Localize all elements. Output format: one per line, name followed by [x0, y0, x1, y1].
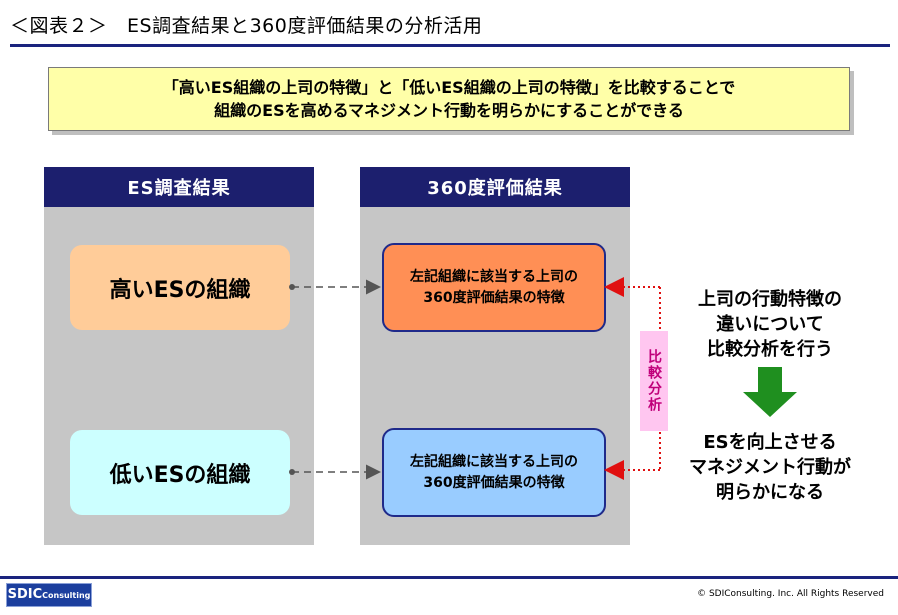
logo-main: SDIC	[7, 587, 43, 602]
result-line-3: 明らかになる	[716, 482, 824, 503]
title-divider	[10, 44, 890, 47]
high-eval-line-2: 360度評価結果の特徴	[423, 289, 565, 306]
down-arrow-icon	[743, 367, 797, 417]
low-es-org-box: 低いESの組織	[70, 430, 290, 515]
summary-line-1: 「高いES組織の上司の特徴」と「低いES組織の上司の特徴」を比較することで	[162, 78, 736, 97]
high-eval-box: 左記組織に該当する上司の 360度評価結果の特徴	[382, 243, 606, 332]
analysis-line-1: 上司の行動特徴の	[698, 289, 842, 310]
summary-box: 「高いES組織の上司の特徴」と「低いES組織の上司の特徴」を比較することで 組織…	[48, 67, 850, 131]
footer-divider	[0, 576, 898, 579]
low-eval-line-2: 360度評価結果の特徴	[423, 474, 565, 491]
analysis-line-2: 違いについて	[716, 314, 824, 335]
copyright-text: © SDIConsulting. Inc. All Rights Reserve…	[697, 589, 884, 599]
analysis-text: 上司の行動特徴の 違いについて 比較分析を行う	[665, 287, 875, 362]
es-survey-header: ES調査結果	[44, 167, 314, 207]
high-eval-line-1: 左記組織に該当する上司の	[410, 268, 578, 285]
result-line-1: ESを向上させる	[703, 432, 837, 453]
low-eval-box: 左記組織に該当する上司の 360度評価結果の特徴	[382, 428, 606, 517]
summary-line-2: 組織のESを高めるマネジメント行動を明らかにすることができる	[214, 101, 684, 120]
high-es-org-box: 高いESの組織	[70, 245, 290, 330]
result-line-2: マネジメント行動が	[689, 457, 851, 478]
analysis-line-3: 比較分析を行う	[707, 339, 833, 360]
company-logo: SDICConsulting	[6, 583, 92, 607]
compare-label: 比較分析	[640, 331, 668, 431]
low-eval-line-1: 左記組織に該当する上司の	[410, 453, 578, 470]
logo-sub: onsulting	[48, 591, 91, 600]
page-title: ＜図表２＞ ES調査結果と360度評価結果の分析活用	[10, 15, 483, 37]
result-text: ESを向上させる マネジメント行動が 明らかになる	[665, 430, 875, 505]
evaluation-header: 360度評価結果	[360, 167, 630, 207]
